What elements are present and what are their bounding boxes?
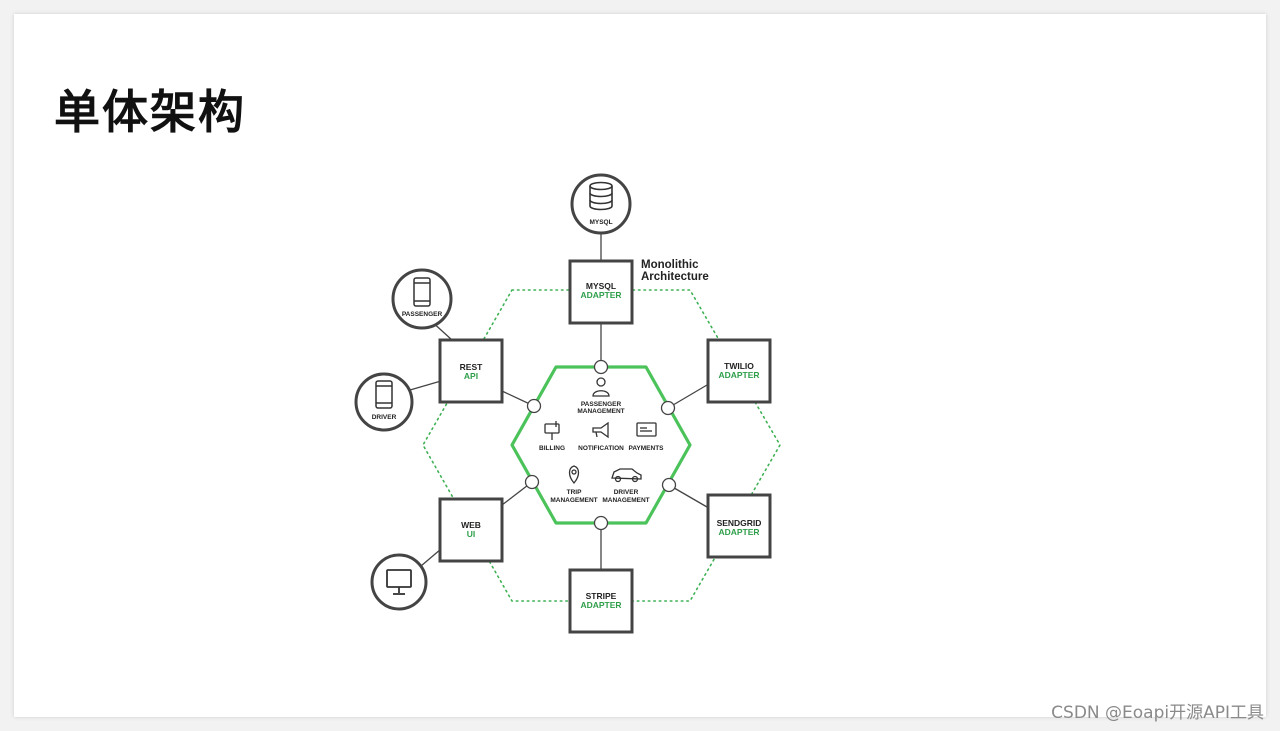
person-icon	[592, 377, 610, 397]
credit-card-icon	[636, 422, 657, 437]
megaphone-icon	[592, 421, 609, 439]
web-ui-box: WEB UI	[438, 497, 504, 563]
map-pin-icon	[568, 465, 580, 484]
billing-label: BILLING	[539, 445, 565, 452]
payments-label: PAYMENTS	[628, 445, 664, 452]
passenger-management-label-2: MANAGEMENT	[577, 408, 624, 415]
trip-management-label-1: TRIP	[567, 489, 582, 496]
billing-module: BILLING	[539, 421, 565, 452]
web-ui-title: WEB	[461, 520, 481, 530]
passenger-management-label-1: PASSENGER	[581, 401, 622, 408]
monitor-icon	[386, 569, 412, 595]
trip-management-module: TRIP MANAGEMENT	[550, 465, 598, 504]
rest-api-title: REST	[460, 362, 483, 372]
twilio-adapter-title: TWILIO	[724, 361, 754, 371]
mysql-adapter-box: MYSQL ADAPTER	[568, 259, 634, 325]
sendgrid-adapter-title: SENDGRID	[717, 518, 762, 528]
car-icon	[611, 468, 642, 483]
architecture-caption-line1: Monolithic	[641, 259, 699, 271]
trip-management-label-2: MANAGEMENT	[550, 497, 597, 504]
mysql-database-node: MYSQL	[570, 173, 632, 235]
outer-boundary-hexagon	[422, 289, 781, 602]
slide-title: 单体架构	[54, 85, 246, 139]
smartphone-icon	[375, 380, 393, 409]
twilio-adapter-box: TWILIO ADAPTER	[706, 338, 772, 404]
rest-api-subtitle: API	[464, 371, 478, 381]
driver-management-module: DRIVER MANAGEMENT	[602, 468, 650, 504]
database-icon	[589, 181, 613, 211]
mysql-database-label: MYSQL	[589, 219, 612, 226]
notification-label: NOTIFICATION	[578, 445, 624, 452]
driver-management-label-2: MANAGEMENT	[602, 497, 649, 504]
passenger-node: PASSENGER	[391, 268, 453, 330]
mysql-adapter-subtitle: ADAPTER	[580, 290, 621, 300]
mysql-adapter-title: MYSQL	[586, 281, 616, 291]
passenger-management-module: PASSENGER MANAGEMENT	[577, 377, 625, 415]
stripe-adapter-title: STRIPE	[586, 591, 617, 601]
smartphone-icon	[413, 277, 431, 307]
stripe-adapter-subtitle: ADAPTER	[580, 600, 621, 610]
web-browser-node	[370, 553, 428, 611]
driver-node: DRIVER	[354, 372, 414, 432]
stripe-adapter-box: STRIPE ADAPTER	[568, 568, 634, 634]
port-circles	[524, 359, 677, 531]
notification-module: NOTIFICATION	[578, 421, 624, 452]
driver-label: DRIVER	[372, 414, 397, 421]
architecture-caption-line2: Architecture	[641, 271, 709, 283]
sendgrid-adapter-subtitle: ADAPTER	[718, 527, 759, 537]
watermark: CSDN @Eoapi开源API工具	[1051, 703, 1264, 723]
twilio-adapter-subtitle: ADAPTER	[718, 370, 759, 380]
sendgrid-adapter-box: SENDGRID ADAPTER	[706, 493, 772, 559]
mailbox-icon	[544, 421, 560, 440]
driver-management-label-1: DRIVER	[614, 489, 639, 496]
passenger-label: PASSENGER	[402, 311, 443, 318]
web-ui-subtitle: UI	[467, 529, 476, 539]
payments-module: PAYMENTS	[628, 422, 664, 452]
core-hexagon	[510, 365, 692, 525]
rest-api-box: REST API	[438, 338, 504, 404]
